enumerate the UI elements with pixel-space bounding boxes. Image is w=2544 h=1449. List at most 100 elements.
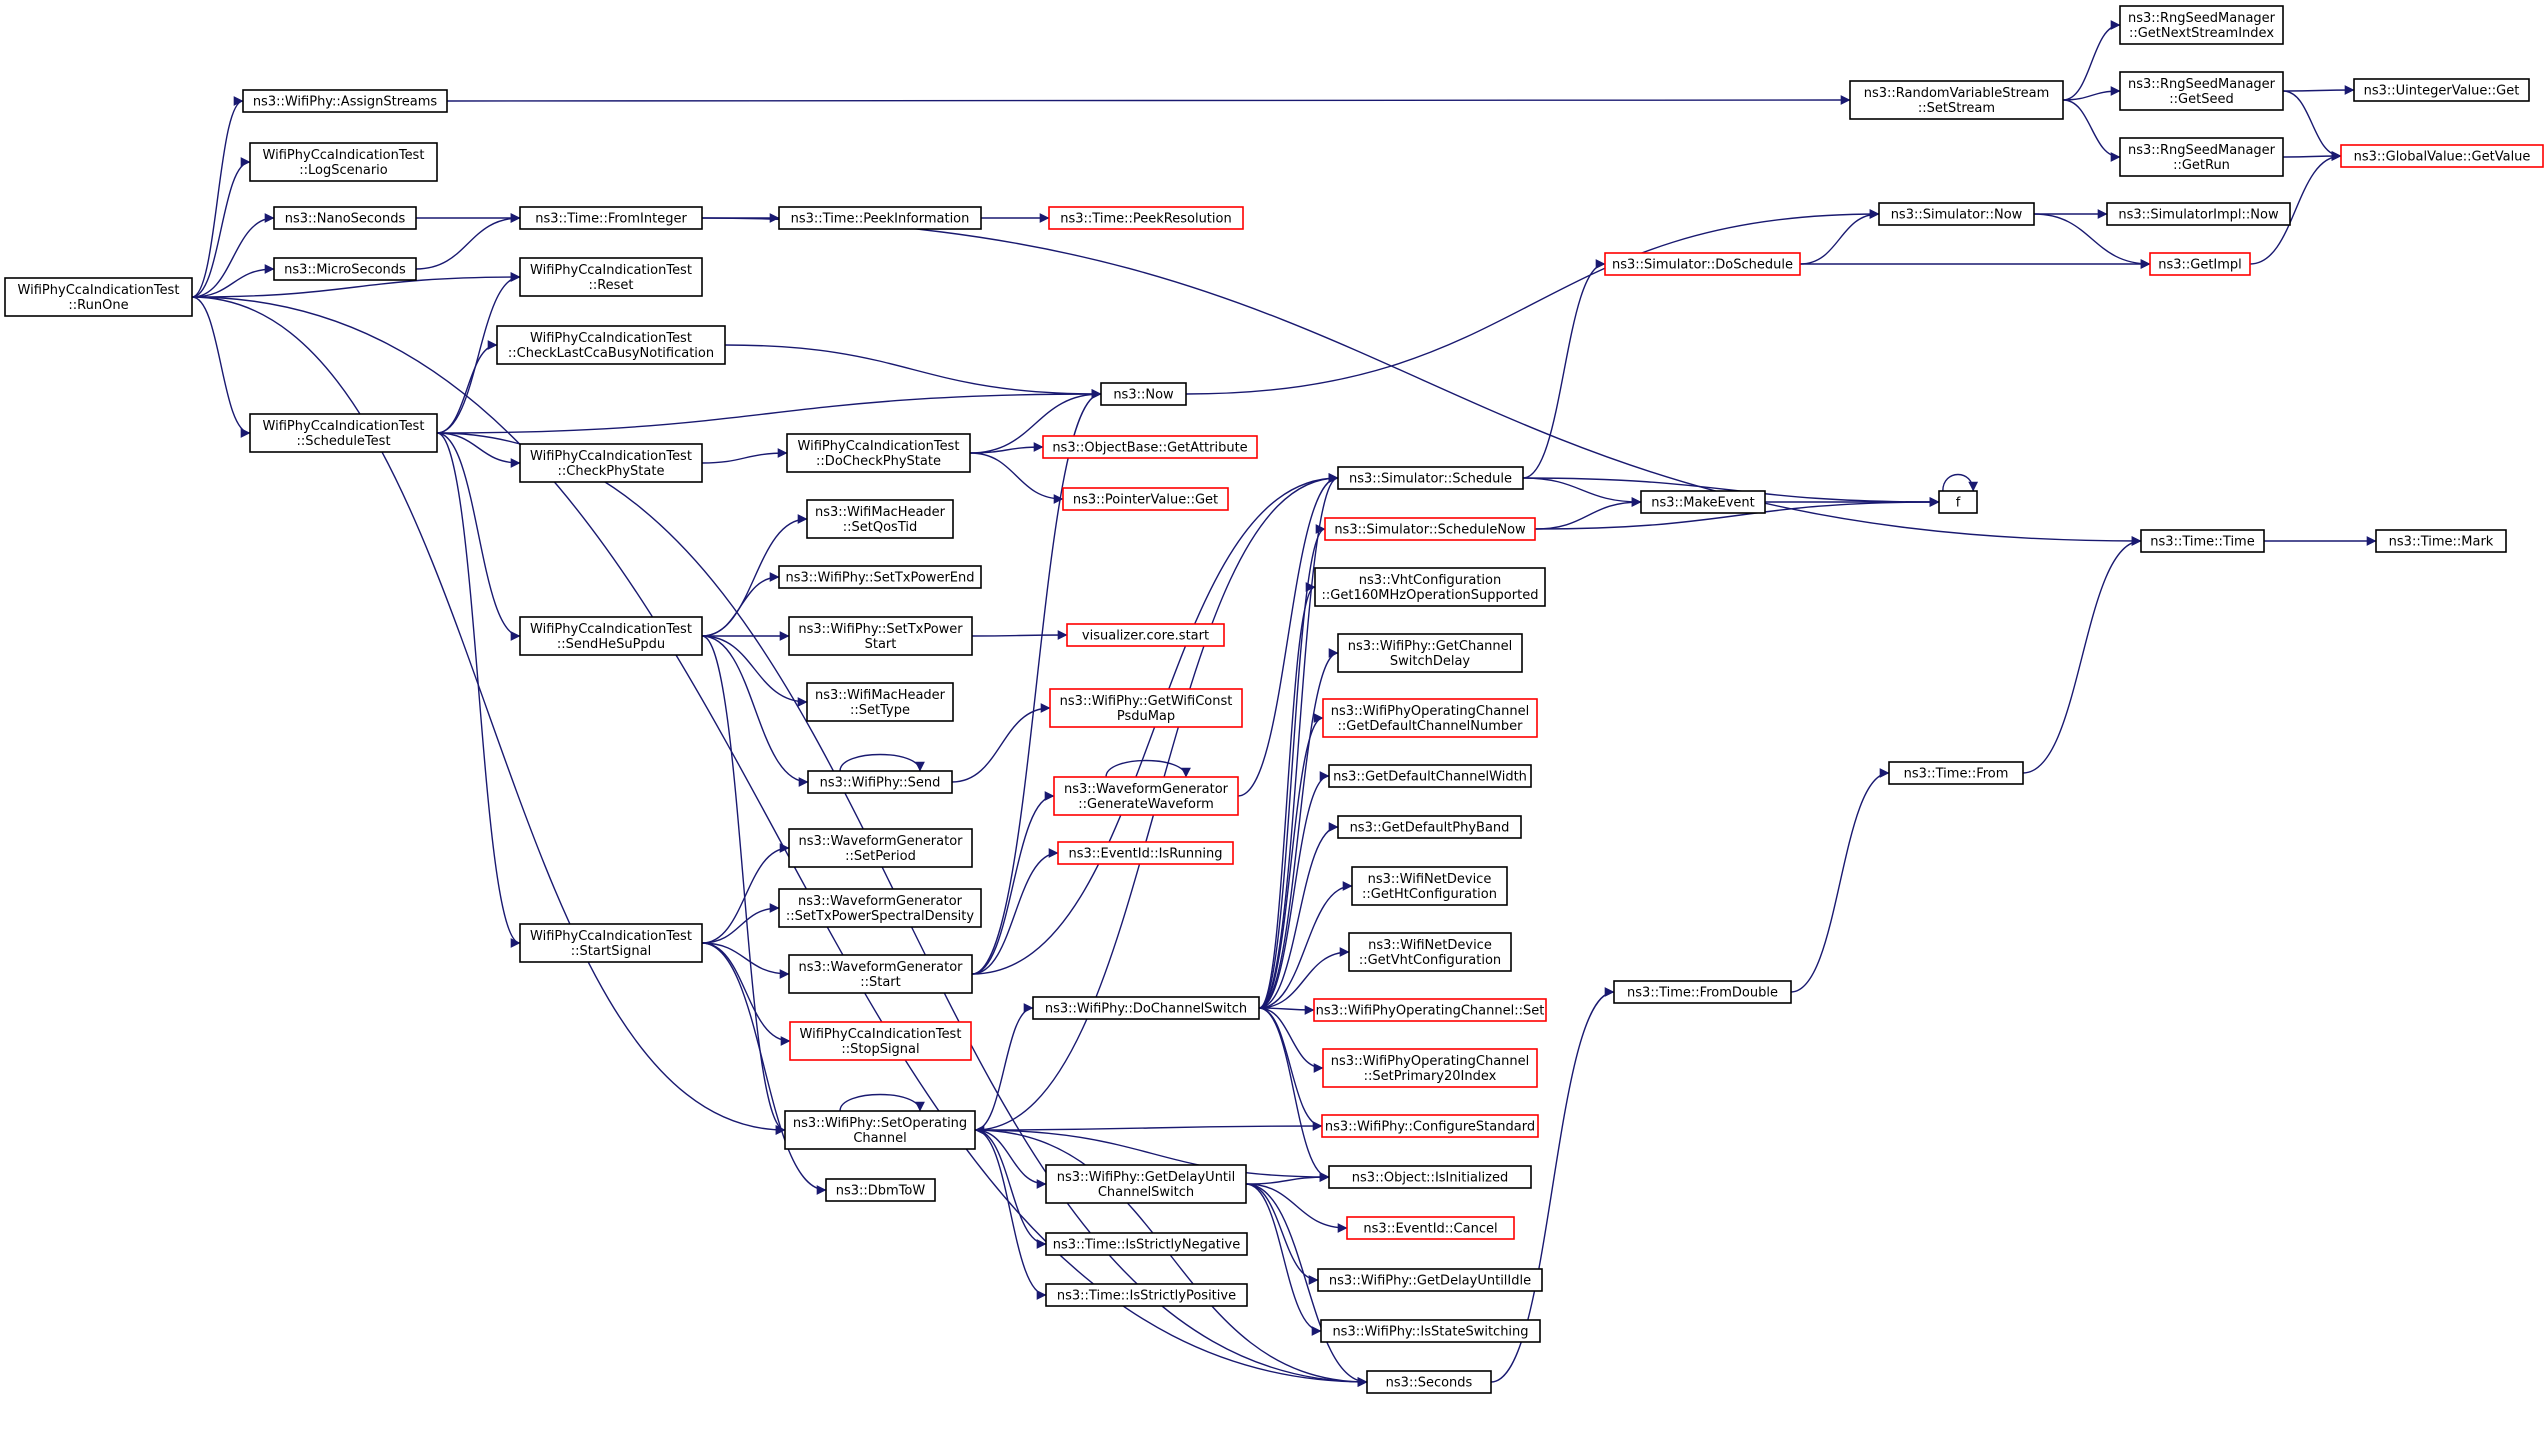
node-label: ns3::EventId::IsRunning xyxy=(1068,847,1222,862)
node-timetime[interactable]: ns3::Time::Time xyxy=(2140,529,2265,553)
node-settxpsd[interactable]: ns3::WaveformGenerator::SetTxPowerSpectr… xyxy=(778,888,982,928)
node-settxpowerend[interactable]: ns3::WifiPhy::SetTxPowerEnd xyxy=(778,565,982,589)
edge-wgstart-to-isrunning xyxy=(971,848,1059,975)
node-reset[interactable]: WifiPhyCcaIndicationTest::Reset xyxy=(519,257,703,297)
node-timemark[interactable]: ns3::Time::Mark xyxy=(2375,529,2507,553)
node-label: ::DoCheckPhyState xyxy=(816,454,941,469)
node-box xyxy=(778,565,982,589)
node-getseed[interactable]: ns3::RngSeedManager::GetSeed xyxy=(2119,71,2284,111)
node-label: ns3::WifiMacHeader xyxy=(815,688,946,703)
node-label: ns3::Time::PeekInformation xyxy=(791,212,970,227)
node-f[interactable]: f xyxy=(1938,490,1978,514)
node-pointervalueget[interactable]: ns3::PointerValue::Get xyxy=(1062,487,1229,511)
node-peekinformation[interactable]: ns3::Time::PeekInformation xyxy=(778,206,982,230)
node-setqostid[interactable]: ns3::WifiMacHeader::SetQosTid xyxy=(806,499,954,539)
node-startsignal[interactable]: WifiPhyCcaIndicationTest::StartSignal xyxy=(519,923,703,963)
node-configurestandard[interactable]: ns3::WifiPhy::ConfigureStandard xyxy=(1321,1114,1539,1138)
node-checklastcca[interactable]: WifiPhyCcaIndicationTest::CheckLastCcaBu… xyxy=(496,325,726,365)
node-label: ns3::WifiPhy::SetOperating xyxy=(793,1116,967,1131)
node-stopsignal[interactable]: WifiPhyCcaIndicationTest::StopSignal xyxy=(789,1021,972,1061)
node-simdoschedule[interactable]: ns3::Simulator::DoSchedule xyxy=(1604,252,1801,276)
node-generatewaveform[interactable]: ns3::WaveformGenerator::GenerateWaveform xyxy=(1053,776,1239,816)
node-label: ns3::Now xyxy=(1113,388,1174,403)
node-assignstreams[interactable]: ns3::WifiPhy::AssignStreams xyxy=(242,89,448,113)
node-getdefaultphyband[interactable]: ns3::GetDefaultPhyBand xyxy=(1337,815,1522,839)
node-label: ns3::WifiPhy::DoChannelSwitch xyxy=(1045,1002,1247,1017)
node-getdefaultchannelwidth[interactable]: ns3::GetDefaultChannelWidth xyxy=(1328,764,1532,788)
node-now[interactable]: ns3::Now xyxy=(1100,382,1187,406)
node-peekresolution[interactable]: ns3::Time::PeekResolution xyxy=(1048,206,1244,230)
node-scheduletest[interactable]: WifiPhyCcaIndicationTest::ScheduleTest xyxy=(249,413,438,453)
node-box xyxy=(806,682,954,722)
node-label: ::CheckPhyState xyxy=(558,464,665,479)
node-setprimary20[interactable]: ns3::WifiPhyOperatingChannel::SetPrimary… xyxy=(1322,1048,1538,1088)
node-label: ns3::GlobalValue::GetValue xyxy=(2354,150,2531,165)
node-docheckphystate[interactable]: WifiPhyCcaIndicationTest::DoCheckPhyStat… xyxy=(786,433,971,473)
node-logscenario[interactable]: WifiPhyCcaIndicationTest::LogScenario xyxy=(249,142,438,182)
node-opchannelset[interactable]: ns3::WifiPhyOperatingChannel::Set xyxy=(1313,998,1547,1022)
node-simschedule[interactable]: ns3::Simulator::Schedule xyxy=(1337,466,1524,490)
node-getdelayuntilidle[interactable]: ns3::WifiPhy::GetDelayUntilIdle xyxy=(1317,1268,1543,1292)
edge-scheduletest-to-checklastcca xyxy=(436,340,498,434)
node-makeevent[interactable]: ns3::MakeEvent xyxy=(1640,490,1766,514)
node-uintegervalueget[interactable]: ns3::UintegerValue::Get xyxy=(2353,78,2530,102)
edge-dochannelswitch-to-opchannelset xyxy=(1258,1005,1315,1015)
node-vizstart[interactable]: visualizer.core.start xyxy=(1066,623,1225,647)
node-wgstart[interactable]: ns3::WaveformGenerator::Start xyxy=(788,954,973,994)
node-isstateswitching[interactable]: ns3::WifiPhy::IsStateSwitching xyxy=(1320,1319,1541,1343)
node-seconds[interactable]: ns3::Seconds xyxy=(1366,1370,1492,1394)
node-box xyxy=(1328,764,1532,788)
node-send[interactable]: ns3::WifiPhy::Send xyxy=(807,770,953,794)
node-gethtconfiguration[interactable]: ns3::WifiNetDevice::GetHtConfiguration xyxy=(1351,866,1508,906)
node-timefrom[interactable]: ns3::Time::From xyxy=(1888,761,2024,785)
node-simschedulenow[interactable]: ns3::Simulator::ScheduleNow xyxy=(1324,517,1536,541)
node-box xyxy=(778,206,982,230)
node-box xyxy=(2106,202,2291,226)
node-box xyxy=(1613,980,1792,1004)
node-runone[interactable]: WifiPhyCcaIndicationTest::RunOne xyxy=(4,277,193,317)
node-label: ns3::RandomVariableStream xyxy=(1864,86,2050,101)
node-label: ::GenerateWaveform xyxy=(1078,797,1213,812)
node-getattribute[interactable]: ns3::ObjectBase::GetAttribute xyxy=(1042,435,1258,459)
node-getimpl[interactable]: ns3::GetImpl xyxy=(2149,252,2251,276)
node-isinitialized[interactable]: ns3::Object::IsInitialized xyxy=(1328,1165,1532,1189)
node-getvhtconfiguration[interactable]: ns3::WifiNetDevice::GetVhtConfiguration xyxy=(1348,932,1512,972)
node-setperiod[interactable]: ns3::WaveformGenerator::SetPeriod xyxy=(788,828,973,868)
node-settype[interactable]: ns3::WifiMacHeader::SetType xyxy=(806,682,954,722)
node-checkphystate[interactable]: WifiPhyCcaIndicationTest::CheckPhyState xyxy=(519,443,703,483)
node-simnow[interactable]: ns3::Simulator::Now xyxy=(1878,202,2035,226)
node-isstrictlypositive[interactable]: ns3::Time::IsStrictlyPositive xyxy=(1045,1283,1248,1307)
node-timefromdouble[interactable]: ns3::Time::FromDouble xyxy=(1613,980,1792,1004)
node-box xyxy=(1337,466,1524,490)
node-box xyxy=(273,257,417,281)
edge-docheckphystate-to-now xyxy=(969,389,1102,454)
node-label: ns3::Time::FromInteger xyxy=(535,212,687,227)
edge-dochannelswitch-to-getvhtconfiguration xyxy=(1258,947,1350,1009)
node-sendhesuppdu[interactable]: WifiPhyCcaIndicationTest::SendHeSuPpdu xyxy=(519,616,703,656)
nodes-layer: WifiPhyCcaIndicationTest::RunOnens3::Wif… xyxy=(4,5,2544,1394)
node-eventcancel[interactable]: ns3::EventId::Cancel xyxy=(1346,1216,1515,1240)
node-getnextstreamindex[interactable]: ns3::RngSeedManager::GetNextStreamIndex xyxy=(2119,5,2284,45)
node-isstrictlynegative[interactable]: ns3::Time::IsStrictlyNegative xyxy=(1045,1232,1248,1256)
node-label: ::SetStream xyxy=(1918,101,1995,116)
node-dbmtow[interactable]: ns3::DbmToW xyxy=(825,1178,936,1202)
node-isrunning[interactable]: ns3::EventId::IsRunning xyxy=(1057,841,1234,865)
edge-sendhesuppdu-to-settype xyxy=(701,635,808,707)
node-microseconds[interactable]: ns3::MicroSeconds xyxy=(273,257,417,281)
node-setstream[interactable]: ns3::RandomVariableStream::SetStream xyxy=(1849,80,2064,120)
node-frominteger[interactable]: ns3::Time::FromInteger xyxy=(519,206,703,230)
node-globalvalueget[interactable]: ns3::GlobalValue::GetValue xyxy=(2340,144,2544,168)
node-getdefaultchannelnumber[interactable]: ns3::WifiPhyOperatingChannel::GetDefault… xyxy=(1322,698,1538,738)
node-getrun[interactable]: ns3::RngSeedManager::GetRun xyxy=(2119,137,2284,177)
node-simimplnow[interactable]: ns3::SimulatorImpl::Now xyxy=(2106,202,2291,226)
node-nanoseconds[interactable]: ns3::NanoSeconds xyxy=(273,206,417,230)
node-dochannelswitch[interactable]: ns3::WifiPhy::DoChannelSwitch xyxy=(1032,996,1260,1020)
node-label: ::ScheduleTest xyxy=(296,434,390,449)
node-vhtget160[interactable]: ns3::VhtConfiguration::Get160MHzOperatio… xyxy=(1314,567,1546,607)
node-label: ::GetRun xyxy=(2173,158,2230,173)
